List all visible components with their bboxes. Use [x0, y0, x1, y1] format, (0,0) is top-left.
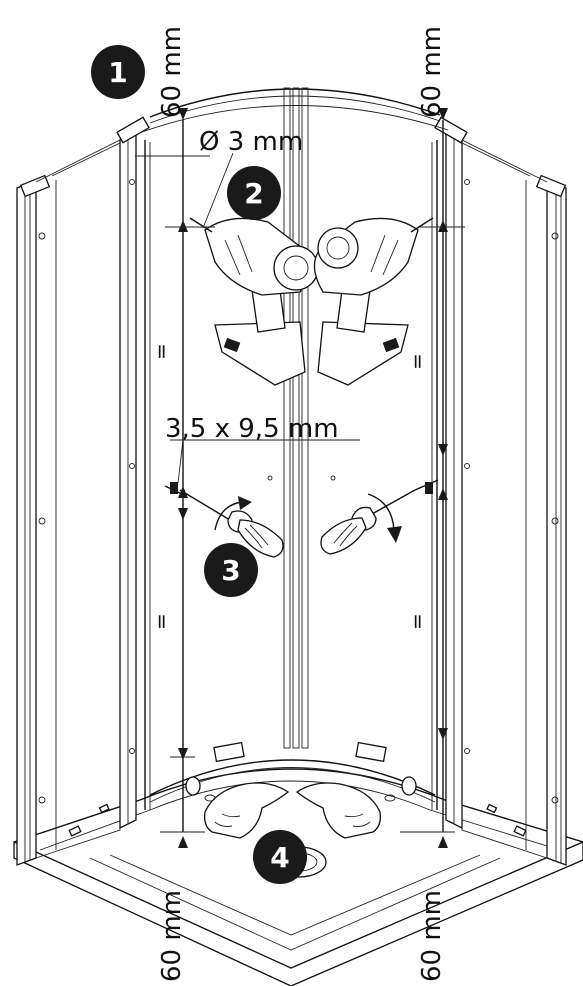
top-right-dimension: 60 mm — [417, 26, 447, 118]
right-wall-profile — [535, 174, 567, 866]
equal-mark-lower-left: = — [149, 613, 173, 630]
right-door-profile — [434, 116, 470, 830]
bottom-left-dimension: 60 mm — [157, 890, 187, 982]
bottom-curved-rail — [149, 741, 436, 803]
left-rotate-arrow-icon — [214, 496, 252, 531]
right-hand-icon — [295, 782, 381, 839]
left-dimension-lines — [135, 108, 215, 848]
step-3-number: 3 — [221, 554, 240, 587]
drill-bit-size-label: Ø 3 mm — [199, 127, 303, 157]
right-rotate-arrow-icon — [367, 493, 402, 543]
right-screw-icon — [414, 479, 439, 494]
left-hand-icon — [204, 782, 290, 839]
bottom-right-dimension: 60 mm — [417, 890, 447, 982]
step-4-badge: 4 — [253, 830, 307, 884]
left-screwdriver-icon — [179, 489, 284, 558]
left-screw-icon — [164, 482, 183, 495]
shower-tray — [13, 768, 583, 986]
equal-mark-upper-left: = — [149, 343, 173, 360]
right-drill-icon — [313, 217, 434, 386]
screw-size-label: 3,5 x 9,5 mm — [165, 414, 339, 444]
step-1-number: 1 — [108, 56, 127, 89]
right-screwdriver-icon — [320, 489, 416, 555]
center-door-seal — [149, 87, 433, 810]
step-2-number: 2 — [244, 177, 263, 210]
left-fixed-glass — [35, 139, 121, 859]
step-4-number: 4 — [270, 841, 289, 874]
left-drill-icon — [189, 217, 319, 386]
equal-mark-lower-right: = — [405, 613, 429, 630]
step-3-badge: 3 — [204, 543, 258, 597]
left-door-profile — [116, 116, 150, 830]
top-left-dimension: 60 mm — [157, 26, 187, 118]
top-curved-rail — [141, 88, 449, 133]
left-wall-profile — [16, 174, 51, 866]
right-dimension-lines — [400, 108, 465, 848]
right-fixed-glass — [461, 139, 548, 859]
step-2-badge: 2 — [227, 166, 281, 220]
step-1-badge: 1 — [91, 45, 145, 99]
equal-mark-upper-right: = — [405, 353, 429, 370]
